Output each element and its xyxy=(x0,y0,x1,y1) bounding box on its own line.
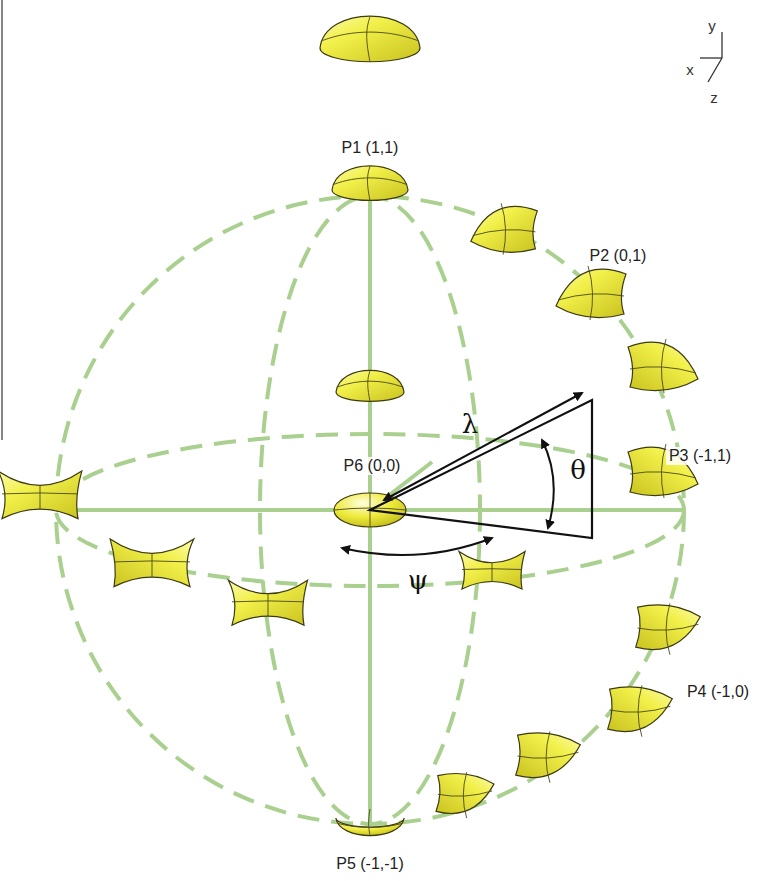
surface-shape xyxy=(110,539,194,587)
surface-shape xyxy=(336,370,404,401)
point-label: P6 (0,0) xyxy=(341,457,404,475)
frame-line xyxy=(1,0,2,440)
point-label: P4 (-1,0) xyxy=(684,683,752,701)
surface-shape xyxy=(332,166,408,201)
surface-shape xyxy=(459,552,525,590)
parameter-symbol: ψ xyxy=(405,566,431,595)
axis-triad xyxy=(700,32,722,82)
surface-shape xyxy=(516,731,581,782)
axis-label: x xyxy=(683,62,697,79)
surface-shape xyxy=(636,603,701,654)
surface-shape xyxy=(336,809,404,836)
surface-shape xyxy=(436,772,494,818)
surface-shape xyxy=(556,266,626,320)
surface-shape xyxy=(628,339,698,393)
sphere-guides xyxy=(56,196,684,824)
surface-shape xyxy=(608,685,673,736)
point-label: P3 (-1,1) xyxy=(666,447,734,465)
parameter-symbol: λ xyxy=(459,410,481,439)
axis-label: y xyxy=(705,18,719,35)
surface-shape xyxy=(471,203,538,254)
surface-shape xyxy=(320,16,420,62)
point-label: P1 (1,1) xyxy=(339,139,402,157)
axis-label: z xyxy=(707,90,721,107)
point-label: P5 (-1,-1) xyxy=(333,855,407,873)
surface-shape xyxy=(228,580,307,625)
surface-shape xyxy=(0,471,82,518)
point-label: P2 (0,1) xyxy=(587,247,650,265)
parameter-symbol: θ xyxy=(567,456,589,485)
